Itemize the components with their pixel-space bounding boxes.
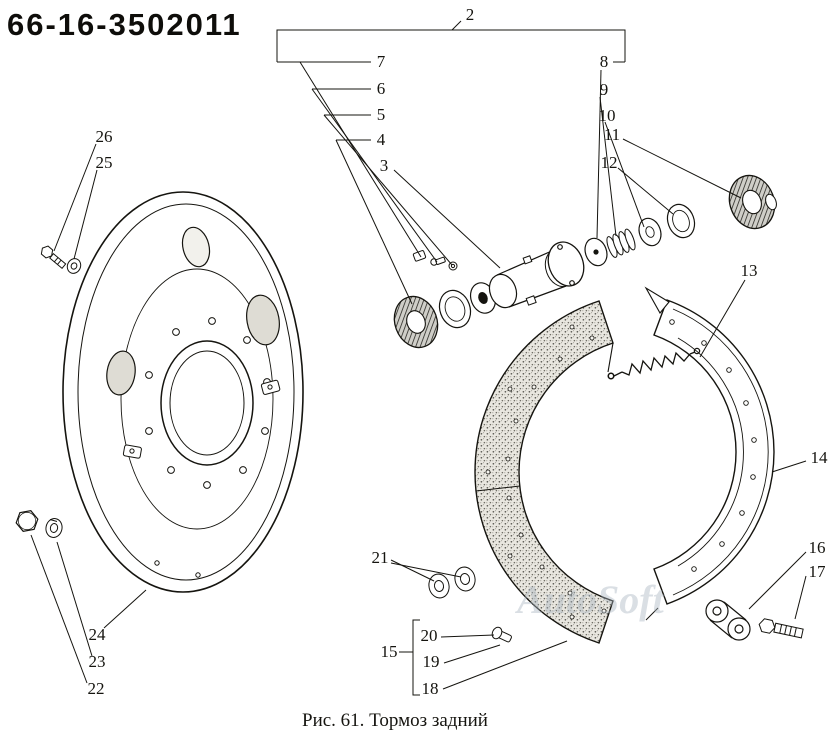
callout-labels: 2 7 6 5 4 3 8 9 10 11 12 13 14 16 17 21 … <box>88 5 829 698</box>
callout-2: 2 <box>466 5 475 24</box>
leader-lines <box>30 20 807 696</box>
bleeder-valve-parts <box>412 250 458 271</box>
cylinder-body <box>488 241 585 309</box>
callout-8: 8 <box>600 52 609 71</box>
callout-12: 12 <box>601 153 618 172</box>
callout-9: 9 <box>600 80 609 99</box>
brake-shoe-front <box>474 300 615 644</box>
callout-21: 21 <box>372 548 389 567</box>
watermark-text: AutoSoft <box>514 577 666 622</box>
part-number-title: 66-16-3502011 <box>7 7 242 42</box>
callout-3: 3 <box>380 156 389 175</box>
group-bracket-15 <box>399 619 420 696</box>
shoe-web-holes <box>669 319 757 572</box>
callout-19: 19 <box>423 652 440 671</box>
rivet <box>491 626 512 643</box>
callout-17: 17 <box>809 562 827 581</box>
hub-nut <box>15 510 39 532</box>
washers-pair <box>428 566 476 599</box>
mounting-bolt <box>40 245 67 269</box>
callout-4: 4 <box>377 130 386 149</box>
callout-25: 25 <box>96 153 113 172</box>
callout-16: 16 <box>809 538 826 557</box>
callout-11: 11 <box>604 125 620 144</box>
hub-hole <box>160 340 254 466</box>
boot-left <box>393 295 439 349</box>
connecting-link <box>705 599 751 641</box>
callout-18: 18 <box>422 679 439 698</box>
piston-right <box>666 203 696 239</box>
callout-22: 22 <box>88 679 105 698</box>
callout-5: 5 <box>377 105 386 124</box>
callout-13: 13 <box>741 261 758 280</box>
assembly-bracket <box>276 20 626 62</box>
flat-washer <box>66 258 82 274</box>
bolt-holes <box>145 317 271 578</box>
callout-20: 20 <box>421 626 438 645</box>
cup-mid <box>584 237 608 267</box>
callout-6: 6 <box>377 79 386 98</box>
callout-10: 10 <box>599 106 616 125</box>
boot-right <box>728 174 777 230</box>
wheel-cylinder-assembly <box>393 174 777 349</box>
return-spring <box>607 347 701 380</box>
plate-brackets <box>122 379 281 459</box>
callout-14: 14 <box>811 448 829 467</box>
backing-plate <box>62 191 304 593</box>
adjusting-bolt <box>758 618 804 639</box>
lining-rivet-holes <box>485 324 607 620</box>
cup-right <box>638 217 662 247</box>
lock-washer <box>45 518 63 538</box>
callout-23: 23 <box>89 652 106 671</box>
callout-15: 15 <box>381 642 398 661</box>
callout-7: 7 <box>377 52 386 71</box>
figure-caption: Рис. 61. Тормоз задний <box>302 710 488 731</box>
piston-left <box>438 289 472 329</box>
coil-spring-small <box>606 228 636 258</box>
callout-24: 24 <box>89 625 107 644</box>
plate-cutouts <box>106 226 280 396</box>
callout-26: 26 <box>96 127 113 146</box>
brake-shoe-rear <box>644 286 775 621</box>
